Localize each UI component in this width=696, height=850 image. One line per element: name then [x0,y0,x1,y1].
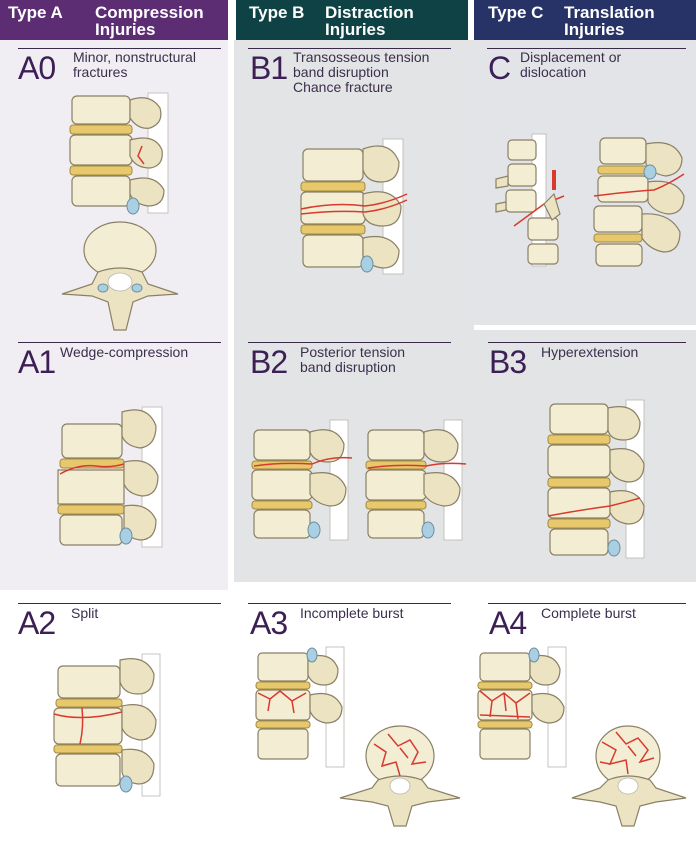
a4-code: A4 [489,605,527,641]
type-a-header: Type A Compression Injuries [0,0,228,40]
c-rule [487,48,686,49]
a3-lateral-spine-illustration [255,646,345,768]
type-b-header: Type B Distraction Injuries [236,0,468,40]
type-a-label: Type A [8,3,63,22]
c-description: Displacement or dislocation [520,49,622,80]
a1-spine-illustration [57,406,163,548]
a4-rule [488,603,686,604]
type-b-label: Type B [249,3,305,22]
a1-code: A1 [18,344,56,380]
b1-spine-illustration [300,138,408,275]
b1-description: Transosseous tension band disruption Cha… [293,49,430,95]
c-lateral-spine-illustration [593,137,685,267]
a2-code: A2 [18,605,56,641]
a3-axial-vertebra-illustration [339,725,461,827]
a0-axial-vertebra-illustration [61,221,179,331]
b3-description: Hyperextension [541,344,639,360]
a0-lateral-spine-illustration [69,92,169,215]
a3-code: A3 [250,605,288,641]
a2-rule [18,603,221,604]
type-b-title: Distraction Injuries [325,3,414,39]
b3-spine-illustration [547,399,645,559]
a3-rule [248,603,451,604]
a2-spine-illustration [53,653,161,797]
a0-description: Minor, nonstructural fractures [73,49,196,80]
b1-code: B1 [250,50,288,86]
b2-spine-illustration-right [365,419,467,541]
a4-lateral-spine-illustration [477,646,567,768]
b3-code: B3 [489,344,527,380]
b3-rule [488,342,686,343]
c-ap-spine-illustration [495,133,565,267]
a1-rule [18,342,221,343]
type-c-header: Type C Translation Injuries [474,0,696,40]
a0-rule [18,48,221,49]
type-c-label: Type C [488,3,544,22]
a4-axial-vertebra-illustration [571,725,687,827]
type-c-title: Translation Injuries [564,3,655,39]
a2-description: Split [71,605,99,621]
c-code: C [488,50,511,86]
a4-description: Complete burst [541,605,636,621]
a3-description: Incomplete burst [300,605,404,621]
b2-code: B2 [250,344,288,380]
b2-rule [248,342,451,343]
a1-description: Wedge-compression [60,344,189,360]
b2-description: Posterior tension band disruption [300,344,406,375]
b1-rule [248,48,451,49]
a0-code: A0 [18,50,56,86]
b2-spine-illustration-left [251,419,353,541]
type-a-title: Compression Injuries [95,3,204,39]
